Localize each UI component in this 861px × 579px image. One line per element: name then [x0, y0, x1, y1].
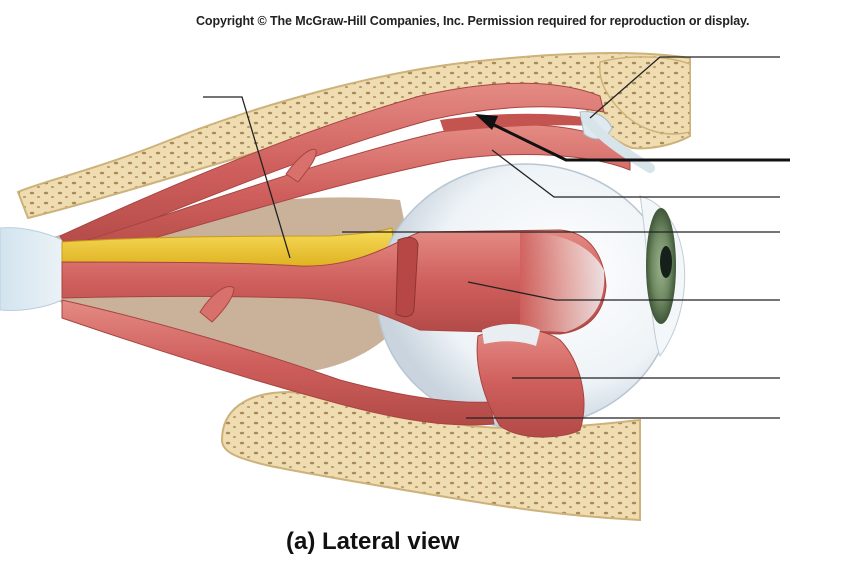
leader-line-1	[203, 96, 291, 259]
nerve-branch-upper	[285, 148, 317, 183]
levator-palpebrae-muscle	[59, 82, 605, 253]
pointer-arrow	[475, 114, 790, 162]
copyright-notice: Copyright © The McGraw-Hill Companies, I…	[196, 14, 750, 28]
leader-line-2	[589, 56, 780, 119]
inferior-rectus-muscle	[61, 299, 495, 426]
leader-lines	[203, 56, 780, 419]
nerve-branch-lower	[199, 286, 235, 323]
leader-line-5	[467, 281, 780, 301]
lateral-rectus-muscle	[61, 229, 607, 335]
inferior-oblique-tendon	[482, 324, 540, 346]
common-tendinous-ring	[0, 227, 63, 311]
pupil	[660, 246, 672, 278]
figure-caption: (a) Lateral view	[286, 528, 460, 555]
arrowhead-icon	[475, 114, 498, 130]
lateral-rectus-tendon	[520, 232, 605, 332]
superior-oblique-tendon	[440, 111, 655, 173]
lateral-rectus-cut-end	[395, 236, 419, 318]
leader-line-3	[491, 149, 780, 198]
